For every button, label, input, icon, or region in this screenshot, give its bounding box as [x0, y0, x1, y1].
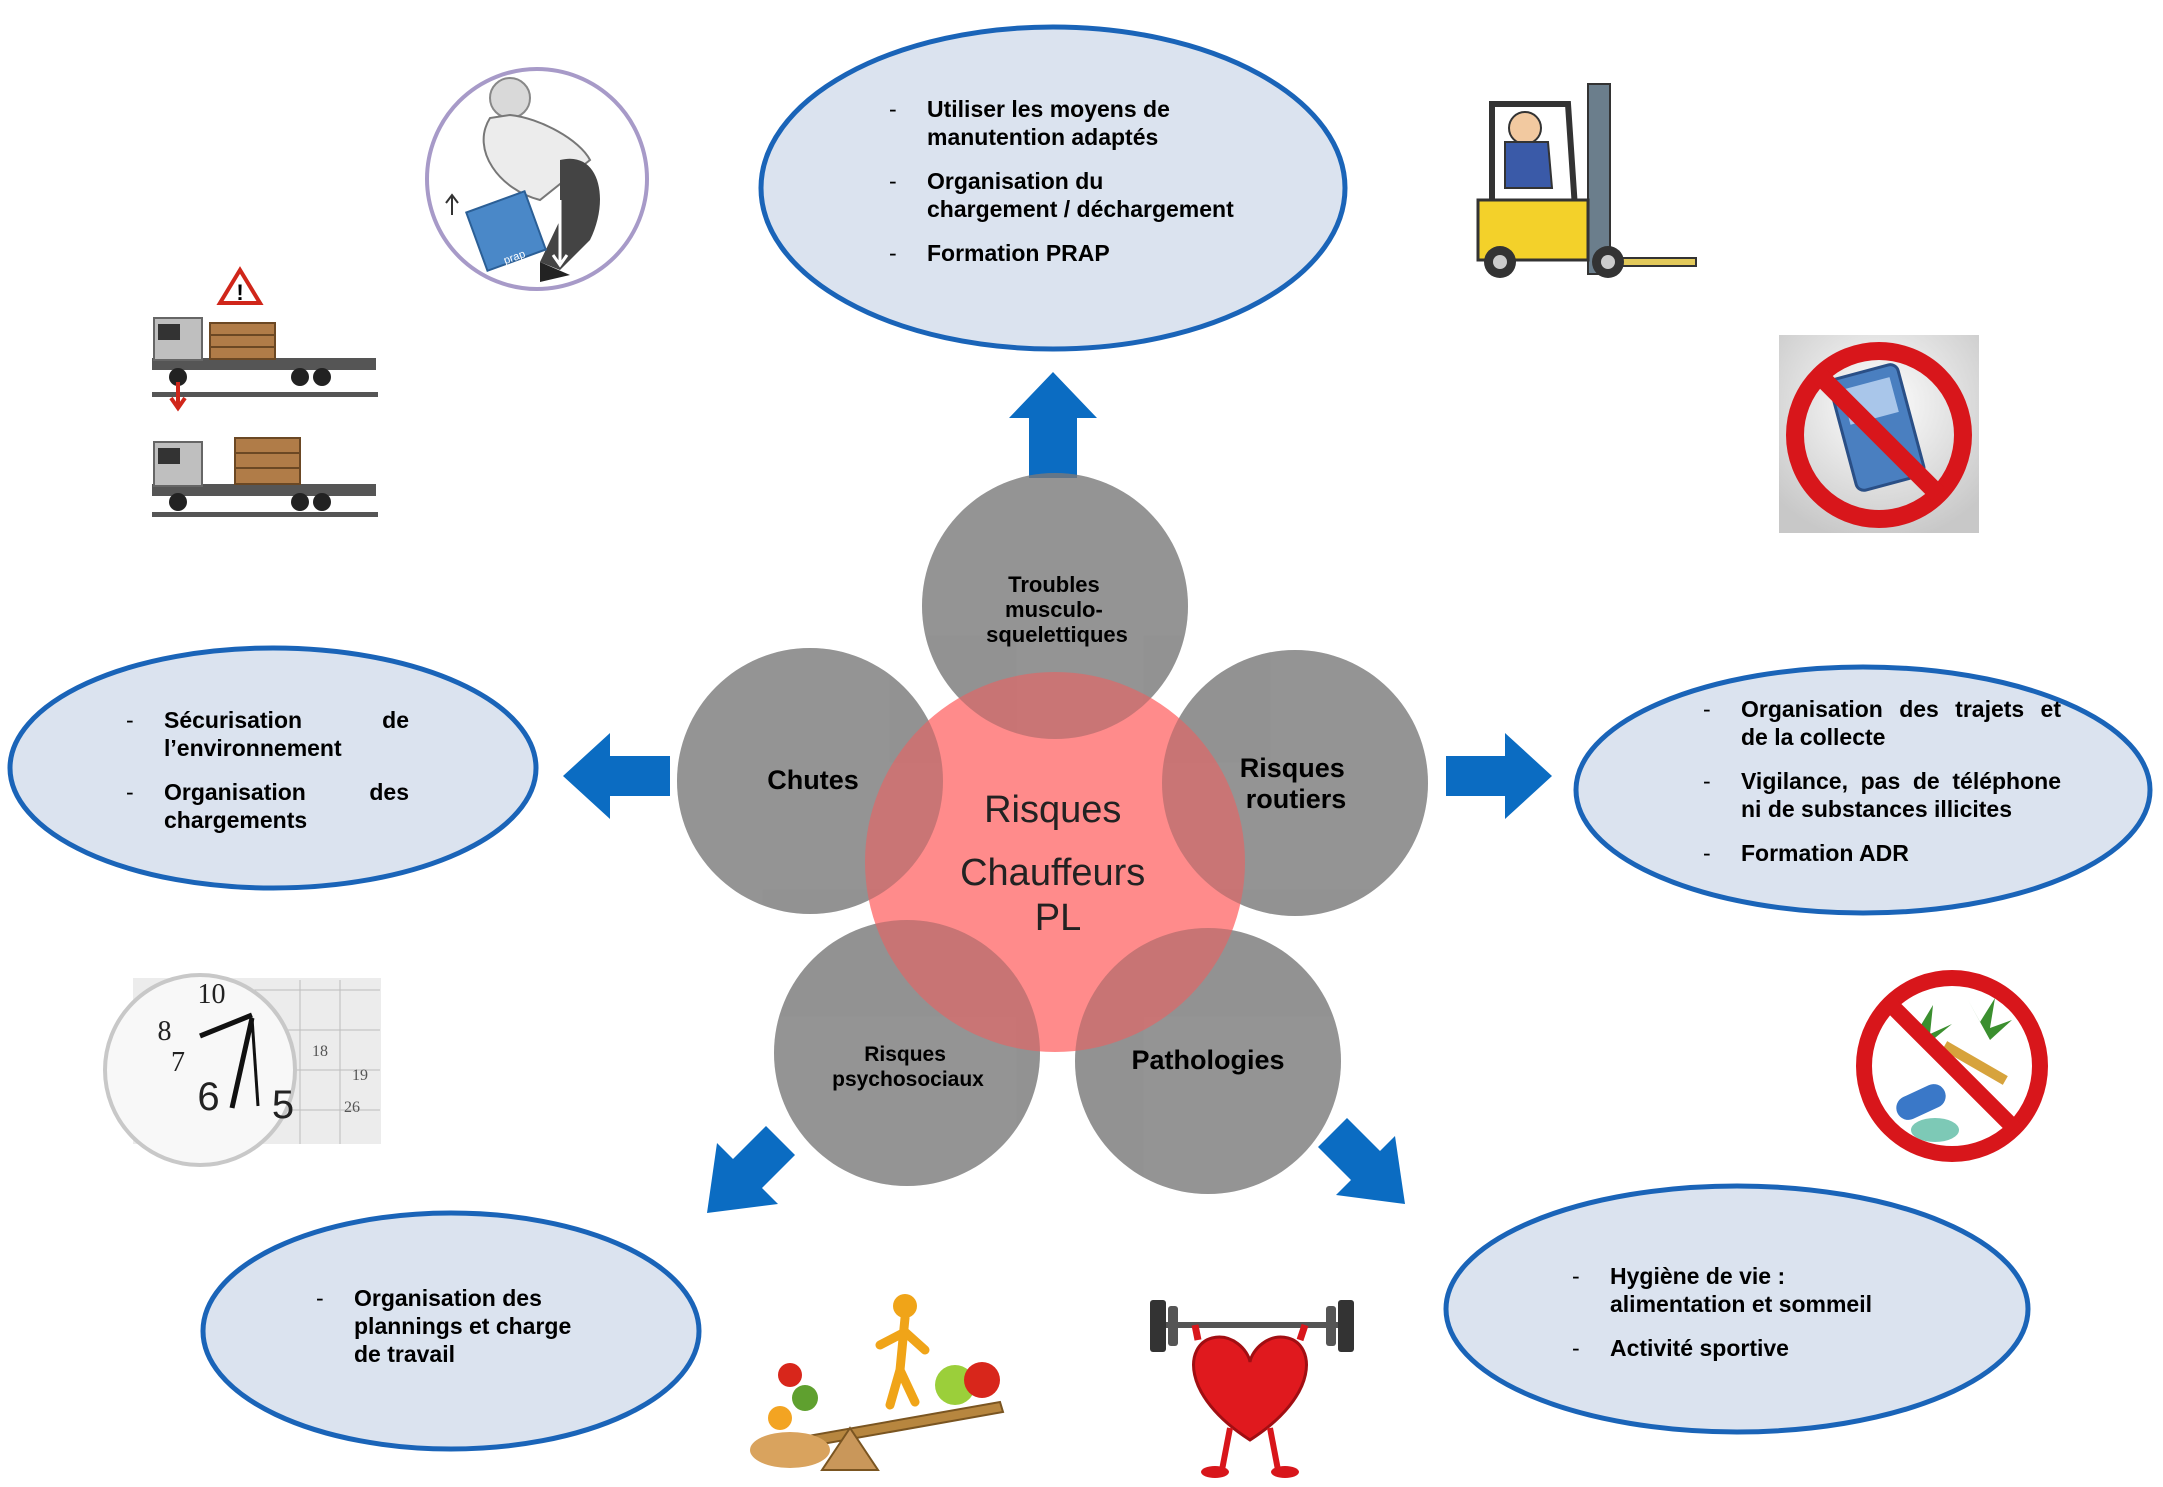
list-item: Organisation des chargements: [126, 778, 409, 834]
svg-text:!: !: [236, 280, 243, 305]
callout-text-right: Organisation des trajets et de la collec…: [1703, 695, 2061, 883]
callout-text-top: Utiliser les moyens de manutention adapt…: [889, 95, 1239, 283]
svg-text:6 5: 6 5: [197, 1075, 294, 1127]
risk-label-pathologies: Pathologies: [1131, 1045, 1284, 1075]
arrow-up: [1009, 372, 1097, 478]
trucks-warning-illustration: !: [152, 266, 378, 517]
heart-barbell-illustration: [1150, 1300, 1354, 1478]
no-phone-icon: [1779, 335, 1979, 533]
callout-text-bottom-left: Organisation des plannings et charge de …: [316, 1284, 596, 1384]
arrow-down-right: [1318, 1118, 1405, 1204]
risk-label-routiers: Risques routiers: [1240, 753, 1353, 814]
svg-text:18 19 26: 18 19 26: [312, 1043, 372, 1116]
list-item: Organisation des plannings et charge de …: [316, 1284, 596, 1368]
list-item: Vigilance, pas de téléphone ni de substa…: [1703, 767, 2061, 823]
arrow-down-left: [707, 1126, 795, 1213]
list-item: Organisation du chargement / déchargemen…: [889, 167, 1239, 223]
clock-calendar-illustration: 10 8 7 6 5 18 19 26: [103, 973, 381, 1167]
risk-label-tms: Troubles musculo- squelettiques: [986, 572, 1128, 647]
warning-triangle-icon: [216, 266, 264, 305]
forklift-illustration: [1476, 83, 1697, 278]
list-item: Sécurisation de l’environnement: [126, 706, 409, 762]
list-item: Hygiène de vie : alimentation et sommeil: [1572, 1262, 1902, 1318]
center-label: Risques Chauffeurs PL: [960, 789, 1156, 939]
arrow-right: [1446, 733, 1552, 819]
callout-text-left: Sécurisation de l’environnement Organisa…: [126, 706, 409, 850]
list-item: Utiliser les moyens de manutention adapt…: [889, 95, 1239, 151]
list-item: Activité sportive: [1572, 1334, 1902, 1362]
svg-text:10 8 7: 10 8 7: [158, 979, 233, 1078]
lifting-person-illustration: prap: [425, 67, 649, 291]
list-item: Organisation des trajets et de la collec…: [1703, 695, 2061, 751]
risk-circle-tms: [922, 473, 1188, 739]
center-circle: [865, 672, 1245, 1052]
list-item: Formation PRAP: [889, 239, 1239, 267]
arrow-left: [563, 733, 670, 819]
risk-label-psycho: Risques psychosociaux: [832, 1043, 984, 1091]
risk-label-chutes: Chutes: [767, 765, 859, 795]
callout-text-bottom-right: Hygiène de vie : alimentation et sommeil…: [1572, 1262, 1902, 1378]
list-item: Formation ADR: [1703, 839, 2061, 867]
balance-nutrition-illustration: [750, 1294, 1005, 1471]
prap-box: [464, 189, 548, 273]
no-drugs-icon: [1856, 970, 2048, 1162]
